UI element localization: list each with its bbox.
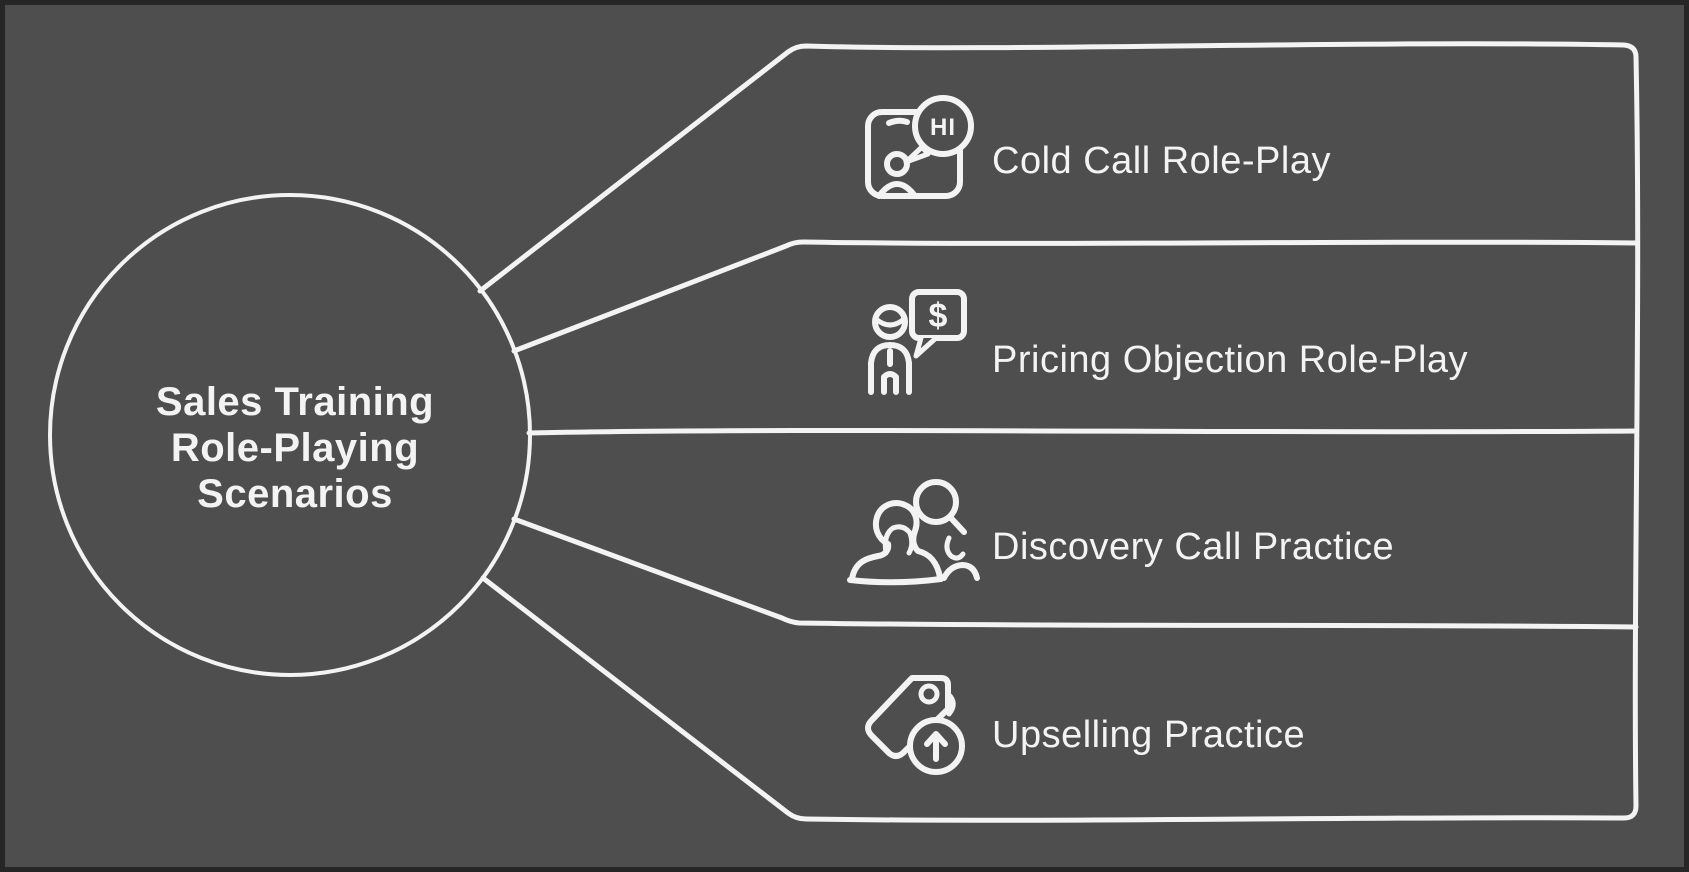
- person-magnifier-icon: [847, 479, 980, 586]
- price-tag: [865, 675, 951, 759]
- central-circle: [48, 193, 532, 677]
- branch-label-discovery-call: Discovery Call Practice: [992, 526, 1395, 568]
- up-arrow: [924, 731, 948, 762]
- phone-speaker: [886, 117, 910, 126]
- person-base: [847, 576, 944, 586]
- fan-divider-2: [526, 427, 1639, 436]
- tag-string: [945, 691, 956, 717]
- price-tag-up-arrow-icon: [865, 675, 965, 775]
- title-line-1: Sales Training: [155, 380, 435, 424]
- speech-bubble-text: HI: [930, 114, 956, 141]
- second-person-base: [941, 562, 980, 581]
- phone-greeting-icon: HI: [865, 95, 974, 199]
- branch-label-cold-call: Cold Call Role-Play: [992, 140, 1331, 182]
- speech-bubble: [912, 95, 974, 157]
- magnifier-handle: [947, 514, 967, 535]
- person-shoulders: [876, 181, 918, 199]
- fan-divider-3: [511, 516, 1639, 630]
- person-visor: [873, 316, 907, 328]
- diagram-title: Sales Training Role-Playing Scenarios: [45, 379, 545, 517]
- branch-label-upselling: Upselling Practice: [992, 714, 1306, 756]
- person-body: [849, 500, 943, 582]
- person-legs: [881, 371, 899, 395]
- person-torso: [868, 342, 912, 395]
- title-line-3: Scenarios: [197, 472, 393, 516]
- person-dollar-speech-icon: $: [868, 289, 967, 395]
- person-head: [884, 151, 910, 177]
- branch-label-pricing-objection: Pricing Objection Role-Play: [992, 339, 1469, 381]
- dollar-bubble-tail: [913, 335, 939, 359]
- holding-hand: [944, 535, 966, 561]
- speech-bubble-tail: [903, 144, 931, 165]
- fan-divider-1: [511, 239, 1639, 354]
- fan-outline: [477, 41, 1641, 823]
- title-line-2: Role-Playing: [170, 426, 420, 470]
- person-head: [872, 304, 908, 340]
- person-face: [882, 524, 915, 556]
- tag-hole: [918, 683, 940, 705]
- dollar-sign: $: [929, 297, 948, 335]
- magnifier-glass: [913, 479, 959, 525]
